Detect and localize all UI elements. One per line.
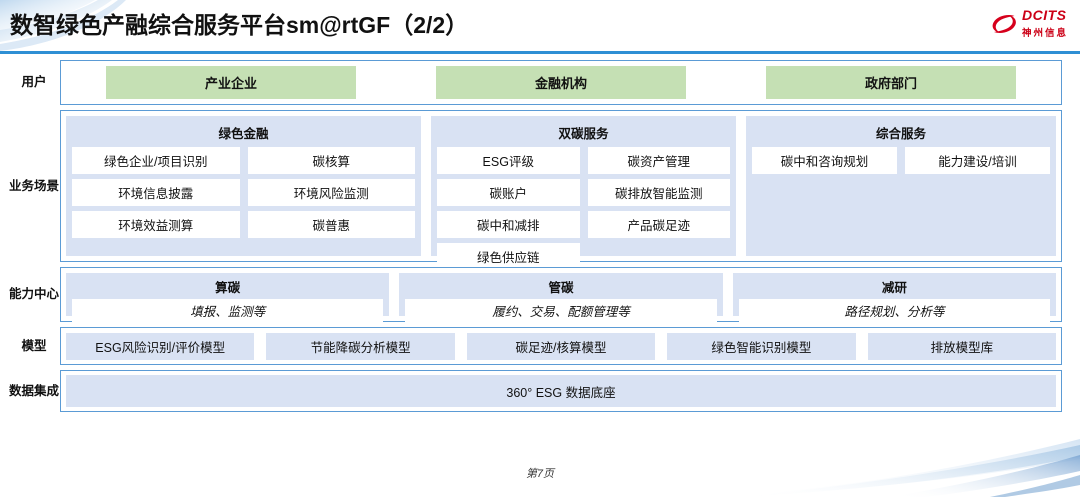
header-divider	[0, 51, 1080, 54]
row-body-model: ESG风险识别/评价模型 节能降碳分析模型 碳足迹/核算模型 绿色智能识别模型 …	[60, 327, 1062, 365]
user-cell: 政府部门	[726, 66, 1056, 99]
scenario-item[interactable]: 碳账户	[437, 179, 580, 206]
row-label-business-scenario: 业务场景	[8, 178, 59, 193]
page-title: 数智绿色产融综合服务平台sm@rtGF（2/2）	[10, 12, 469, 38]
platform-architecture-diagram: 用户 产业企业 金融机构 政府部门 业务场景 绿色金融	[8, 60, 1062, 417]
scenario-group-comprehensive: 综合服务 碳中和咨询规划 能力建设/培训	[746, 116, 1056, 256]
model-item[interactable]: 碳足迹/核算模型	[466, 332, 656, 360]
scenario-item[interactable]: 环境信息披露	[72, 179, 240, 206]
scenario-item[interactable]: 碳中和减排	[437, 211, 580, 238]
scenario-item[interactable]: 绿色供应链	[437, 243, 580, 270]
dcits-swirl-icon	[992, 15, 1016, 33]
model-item[interactable]: ESG风险识别/评价模型	[66, 332, 255, 360]
scenario-item[interactable]: 绿色企业/项目识别	[72, 147, 240, 174]
capability-group-carbon-management: 管碳 履约、交易、配额管理等	[399, 273, 723, 322]
capability-group-title: 算碳	[215, 281, 241, 295]
logo-subtitle: 神州信息	[1021, 28, 1068, 39]
row-business-scenario: 业务场景 绿色金融 绿色企业/项目识别 碳核算 环境信息披露 环境风险监测 环境…	[8, 110, 1062, 270]
row-body-capability-center: 算碳 填报、监测等 管碳 履约、交易、配额管理等 减研 路径规划、分析等	[60, 267, 1062, 322]
data-foundation-bar[interactable]: 360° ESG 数据底座	[66, 375, 1056, 407]
row-model: 模型 ESG风险识别/评价模型 节能降碳分析模型 碳足迹/核算模型 绿色智能识别…	[8, 327, 1062, 365]
scenario-group-green-finance: 绿色金融 绿色企业/项目识别 碳核算 环境信息披露 环境风险监测 环境效益测算 …	[66, 116, 421, 256]
scenario-group-title: 绿色金融	[218, 127, 269, 141]
user-box-industry[interactable]: 产业企业	[105, 66, 357, 99]
capability-group-title: 减研	[881, 281, 907, 295]
user-cell: 金融机构	[396, 66, 726, 99]
scenario-item[interactable]: 碳排放智能监测	[587, 179, 730, 206]
capability-group-reduction-research: 减研 路径规划、分析等	[732, 273, 1056, 322]
row-label-data-integration: 数据集成	[8, 383, 59, 398]
model-item[interactable]: 节能降碳分析模型	[266, 332, 455, 360]
row-label-capability-center: 能力中心	[8, 287, 59, 302]
row-label-model: 模型	[21, 338, 47, 353]
scenario-group-title: 综合服务	[875, 127, 926, 141]
capability-group-subtitle[interactable]: 履约、交易、配额管理等	[405, 299, 717, 322]
row-data-integration: 数据集成 360° ESG 数据底座	[8, 370, 1062, 412]
page-number-footer: 第7页	[525, 468, 555, 480]
scenario-item[interactable]: 碳普惠	[247, 211, 415, 238]
scenario-item[interactable]: 环境风险监测	[247, 179, 415, 206]
scenario-item[interactable]: 碳资产管理	[587, 147, 730, 174]
capability-group-subtitle[interactable]: 路径规划、分析等	[738, 299, 1050, 322]
row-user: 用户 产业企业 金融机构 政府部门	[8, 60, 1062, 105]
row-body-user: 产业企业 金融机构 政府部门	[60, 60, 1062, 105]
brand-logo: DCITS 神州信息	[991, 8, 1068, 40]
user-cell: 产业企业	[66, 66, 396, 99]
row-label-user: 用户	[21, 75, 47, 90]
row-body-business-scenario: 绿色金融 绿色企业/项目识别 碳核算 环境信息披露 环境风险监测 环境效益测算 …	[60, 110, 1062, 270]
scenario-item[interactable]: 产品碳足迹	[587, 211, 730, 238]
scenario-group-dual-carbon: 双碳服务 ESG评级 碳资产管理 碳账户 碳排放智能监测 碳中和减排 产品碳足迹…	[431, 116, 736, 270]
scenario-item[interactable]: 碳核算	[247, 147, 415, 174]
scenario-group-title: 双碳服务	[558, 127, 609, 141]
scenario-item[interactable]: 环境效益测算	[72, 211, 240, 238]
capability-group-subtitle[interactable]: 填报、监测等	[72, 299, 384, 322]
row-capability-center: 能力中心 算碳 填报、监测等 管碳 履约、交易、配额管理等 减研 路径规划、分析…	[8, 267, 1062, 322]
row-body-data-integration: 360° ESG 数据底座	[60, 370, 1062, 412]
logo-wordmark: DCITS	[1021, 7, 1067, 23]
user-box-government[interactable]: 政府部门	[765, 66, 1017, 99]
user-box-financial[interactable]: 金融机构	[435, 66, 687, 99]
capability-group-carbon-accounting: 算碳 填报、监测等	[66, 273, 390, 322]
capability-group-title: 管碳	[548, 281, 574, 295]
scenario-item[interactable]: ESG评级	[437, 147, 580, 174]
model-item[interactable]: 排放模型库	[867, 332, 1057, 360]
scenario-item[interactable]: 碳中和咨询规划	[752, 147, 897, 174]
model-item[interactable]: 绿色智能识别模型	[667, 332, 856, 360]
scenario-item[interactable]: 能力建设/培训	[905, 147, 1050, 174]
